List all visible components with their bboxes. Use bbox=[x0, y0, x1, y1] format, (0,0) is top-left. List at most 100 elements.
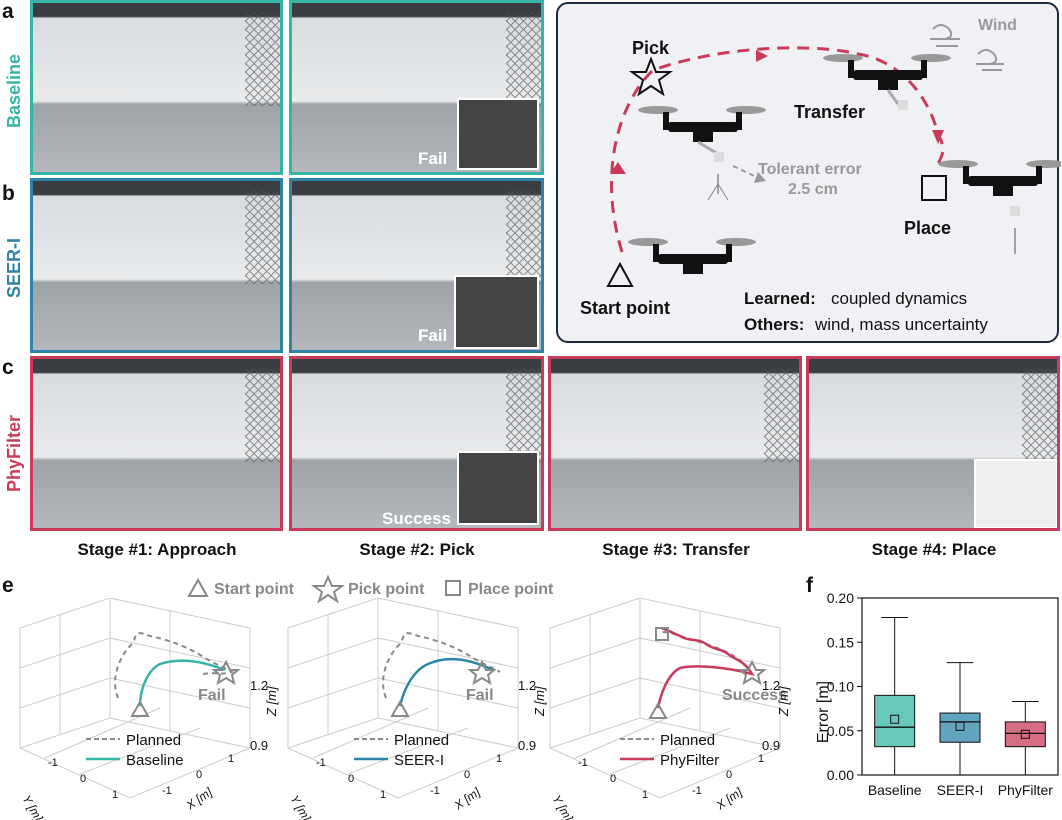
legend-place-label: Place point bbox=[468, 581, 554, 598]
panel-letter-c: c bbox=[2, 356, 14, 379]
plot1-legend-planned: Planned bbox=[126, 732, 181, 749]
drone-icon-place bbox=[938, 160, 1061, 254]
wind-label: Wind bbox=[978, 17, 1017, 34]
plot1-z-label: Z [m] bbox=[264, 686, 279, 717]
x-category-label: SEER-I bbox=[937, 782, 984, 798]
plot-phyfilter: Success Planned PhyFilter 1.2 0.9 Z [m] … bbox=[549, 598, 791, 820]
plot3-x-tick-2: 0 bbox=[726, 769, 732, 781]
plot3-x-tick-3: 1 bbox=[758, 753, 764, 765]
panel-letter-f: f bbox=[806, 574, 813, 597]
y-tick-label: 0.05 bbox=[827, 723, 854, 739]
photo-baseline-approach bbox=[30, 0, 283, 175]
plot3-z-label: Z [m] bbox=[776, 686, 791, 717]
fail-label-b: Fail bbox=[418, 326, 448, 345]
plot2-z-tick-2: 0.9 bbox=[518, 738, 536, 753]
plot1-legend-method: Baseline bbox=[126, 752, 184, 769]
panel-letter-b: b bbox=[2, 182, 15, 205]
plot1-x-tick-1: -1 bbox=[162, 785, 172, 797]
box-seer-i bbox=[939, 712, 981, 743]
plot3-x-tick-1: -1 bbox=[692, 785, 702, 797]
wind-icon bbox=[930, 24, 1004, 71]
start-label: Start point bbox=[580, 298, 670, 318]
legend-start-label: Start point bbox=[214, 581, 295, 598]
plot1-x-tick-3: 1 bbox=[228, 753, 234, 765]
pick-label: Pick bbox=[632, 38, 670, 58]
x-category-label: PhyFilter bbox=[998, 782, 1054, 798]
pick-star-icon bbox=[628, 56, 674, 97]
start-triangle-icon bbox=[606, 261, 634, 287]
photo-baseline-pick: Fail bbox=[289, 0, 544, 175]
x-category-label: Baseline bbox=[868, 782, 922, 798]
plot3-z-tick-1: 1.2 bbox=[762, 678, 780, 693]
plot3-y-tick-1: -1 bbox=[578, 757, 588, 769]
plot3-legend-planned: Planned bbox=[660, 732, 715, 749]
others-text: wind, mass uncertainty bbox=[814, 315, 988, 334]
inset-seer bbox=[454, 275, 539, 349]
stage-label-3: Stage #3: Transfer bbox=[602, 540, 750, 559]
stage-label-1: Stage #1: Approach bbox=[77, 540, 237, 559]
plot2-result: Fail bbox=[466, 687, 494, 704]
grid-box-1 bbox=[19, 598, 251, 799]
legend-place-icon bbox=[445, 580, 461, 596]
plot2-z-tick-1: 1.2 bbox=[518, 678, 536, 693]
fail-label-a: Fail bbox=[418, 149, 448, 168]
photo-phyfilter-transfer bbox=[548, 356, 802, 531]
pick-marker-2 bbox=[467, 659, 497, 686]
inset-phyfilter-pick bbox=[457, 451, 539, 525]
place-label: Place bbox=[904, 218, 951, 238]
plot2-y-tick-2: 0 bbox=[348, 773, 354, 785]
plot2-z-label: Z [m] bbox=[532, 686, 547, 717]
tolerant-label-1: Tolerant error bbox=[758, 161, 862, 178]
plot1-x-tick-2: 0 bbox=[196, 769, 202, 781]
place-square-icon bbox=[921, 175, 947, 201]
legend-pick-icon bbox=[311, 574, 345, 604]
box-baseline bbox=[874, 694, 916, 748]
row-label-seer: SEER-I bbox=[4, 237, 24, 298]
drone-icon-transfer bbox=[823, 54, 951, 110]
e-legend: Start point Pick point Place point bbox=[187, 574, 554, 604]
stage-label-4: Stage #4: Place bbox=[871, 540, 997, 559]
plot1-z-tick-2: 0.9 bbox=[250, 738, 268, 753]
row-label-baseline: Baseline bbox=[4, 53, 24, 128]
y-tick-label: 0.20 bbox=[827, 590, 854, 606]
plot3-y-tick-3: 1 bbox=[642, 789, 648, 801]
plot2-y-tick-1: -1 bbox=[316, 757, 326, 769]
plot-baseline: Fail Planned Baseline 1.2 0.9 Z [m] Y [m… bbox=[19, 598, 279, 820]
plot1-y-label: Y [m] bbox=[19, 793, 45, 820]
arrow-head-3 bbox=[932, 130, 944, 144]
y-tick-label: 0.15 bbox=[827, 634, 854, 650]
photo-seer-pick: Fail bbox=[289, 178, 544, 353]
plot2-legend-planned: Planned bbox=[394, 732, 449, 749]
plot1-y-tick-2: 0 bbox=[80, 773, 86, 785]
planned-path-1 bbox=[114, 632, 235, 699]
stage-label-2: Stage #2: Pick bbox=[359, 540, 475, 559]
plot3-result: Success bbox=[722, 687, 787, 704]
arrow-head-1 bbox=[610, 162, 626, 174]
y-tick-label: 0.00 bbox=[827, 767, 854, 783]
plot-seer: Fail Planned SEER-I 1.2 0.9 Z [m] Y [m] … bbox=[287, 598, 547, 820]
plot2-y-tick-3: 1 bbox=[380, 789, 386, 801]
drone-icon-pick bbox=[638, 106, 766, 201]
plot1-y-tick-3: 1 bbox=[112, 789, 118, 801]
arrow-head-2 bbox=[756, 50, 768, 62]
box-phyfilter bbox=[1004, 721, 1046, 748]
panel-letter-e: e bbox=[2, 574, 14, 597]
inset-baseline bbox=[457, 98, 539, 170]
learned-text: coupled dynamics bbox=[831, 289, 967, 308]
pick-marker-1 bbox=[211, 659, 241, 686]
phyfilter-path bbox=[656, 626, 755, 709]
start-marker-2 bbox=[390, 699, 410, 717]
plot3-x-label: X [m] bbox=[713, 785, 745, 813]
tolerant-label-2: 2.5 cm bbox=[788, 181, 838, 198]
boxplot-y-label: Error [m] bbox=[815, 681, 832, 743]
plot1-y-tick-1: -1 bbox=[48, 757, 58, 769]
panel-letter-a: a bbox=[2, 0, 14, 23]
start-marker-3 bbox=[648, 701, 668, 719]
plot2-x-tick-2: 0 bbox=[464, 769, 470, 781]
plot3-y-label: Y [m] bbox=[549, 793, 575, 820]
panel-d-diagram: Pick Transfer Wind Tolerant error 2.5 cm… bbox=[556, 2, 1061, 343]
place-marker-3 bbox=[655, 627, 669, 641]
plot2-x-tick-1: -1 bbox=[430, 785, 440, 797]
legend-pick-label: Pick point bbox=[348, 581, 425, 598]
